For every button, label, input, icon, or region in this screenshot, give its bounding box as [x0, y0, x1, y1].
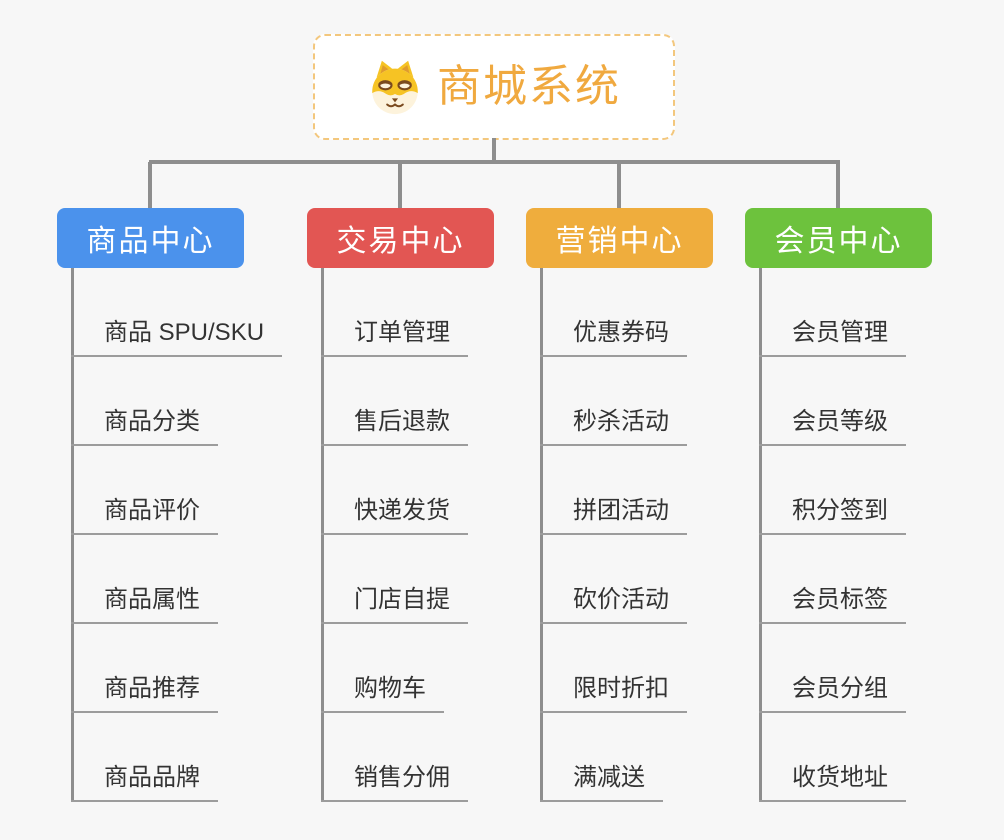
topic-item-row: 门店自提 — [321, 535, 581, 624]
topic-item-row: 秒杀活动 — [540, 357, 800, 446]
topic-item[interactable]: 购物车 — [321, 677, 444, 713]
topic-item[interactable]: 优惠券码 — [540, 321, 687, 357]
branch-items-product-center: 商品 SPU/SKU 商品分类 商品评价 商品属性 商品推荐 商品品牌 — [71, 268, 331, 802]
topic-item[interactable]: 会员分组 — [759, 677, 906, 713]
topic-item-row: 限时折扣 — [540, 624, 800, 713]
topic-item[interactable]: 售后退款 — [321, 410, 468, 446]
branch-connector-line — [759, 268, 762, 802]
topic-item[interactable]: 商品分类 — [71, 410, 218, 446]
topic-item-row: 订单管理 — [321, 268, 581, 357]
root-title: 商城系统 — [437, 62, 621, 111]
topic-item-row: 商品分类 — [71, 357, 331, 446]
branch-connector-line — [321, 268, 324, 802]
topic-item[interactable]: 订单管理 — [321, 321, 468, 357]
topic-item-row: 会员分组 — [759, 624, 1004, 713]
branch-header-marketing-center[interactable]: 营销中心 — [526, 208, 713, 268]
topic-item[interactable]: 砍价活动 — [540, 588, 687, 624]
topic-item-row: 购物车 — [321, 624, 581, 713]
connector-root-stem — [492, 138, 496, 162]
topic-item[interactable]: 商品推荐 — [71, 677, 218, 713]
topic-item-row: 销售分佣 — [321, 713, 581, 802]
topic-item[interactable]: 商品 SPU/SKU — [71, 321, 283, 357]
connector-drop-marketing — [617, 162, 621, 209]
doge-face-icon — [372, 60, 418, 115]
topic-item[interactable]: 门店自提 — [321, 588, 468, 624]
topic-item-row: 优惠券码 — [540, 268, 800, 357]
connector-drop-members — [836, 162, 840, 209]
root-node[interactable]: 商城系统 — [313, 34, 675, 140]
branch-header-member-center[interactable]: 会员中心 — [745, 208, 932, 268]
topic-item[interactable]: 满减送 — [540, 766, 663, 802]
topic-item-row: 快递发货 — [321, 446, 581, 535]
topic-item-row: 商品 SPU/SKU — [71, 268, 331, 357]
branch-items-member-center: 会员管理 会员等级 积分签到 会员标签 会员分组 收货地址 — [759, 268, 1004, 802]
topic-item-row: 会员标签 — [759, 535, 1004, 624]
topic-item-row: 售后退款 — [321, 357, 581, 446]
branch-header-product-center[interactable]: 商品中心 — [57, 208, 244, 268]
branch-header-trade-center[interactable]: 交易中心 — [307, 208, 494, 268]
topic-item[interactable]: 会员管理 — [759, 321, 906, 357]
topic-item[interactable]: 收货地址 — [759, 766, 906, 802]
topic-item[interactable]: 商品评价 — [71, 499, 218, 535]
topic-item[interactable]: 商品品牌 — [71, 766, 218, 802]
topic-item[interactable]: 拼团活动 — [540, 499, 687, 535]
topic-item[interactable]: 积分签到 — [759, 499, 906, 535]
topic-item[interactable]: 商品属性 — [71, 588, 218, 624]
topic-item-row: 会员等级 — [759, 357, 1004, 446]
connector-drop-products — [148, 162, 152, 209]
topic-item[interactable]: 秒杀活动 — [540, 410, 687, 446]
topic-item-row: 砍价活动 — [540, 535, 800, 624]
topic-item[interactable]: 会员等级 — [759, 410, 906, 446]
branch-items-marketing-center: 优惠券码 秒杀活动 拼团活动 砍价活动 限时折扣 满减送 — [540, 268, 800, 802]
connector-horizontal-bar — [149, 160, 840, 164]
topic-item-row: 商品属性 — [71, 535, 331, 624]
topic-item-row: 拼团活动 — [540, 446, 800, 535]
topic-item-row: 会员管理 — [759, 268, 1004, 357]
topic-item[interactable]: 限时折扣 — [540, 677, 687, 713]
topic-item-row: 商品推荐 — [71, 624, 331, 713]
topic-item-row: 收货地址 — [759, 713, 1004, 802]
topic-item-row: 积分签到 — [759, 446, 1004, 535]
topic-item[interactable]: 会员标签 — [759, 588, 906, 624]
topic-item-row: 商品评价 — [71, 446, 331, 535]
branch-items-trade-center: 订单管理 售后退款 快递发货 门店自提 购物车 销售分佣 — [321, 268, 581, 802]
connector-drop-trade — [398, 162, 402, 209]
topic-item-row: 商品品牌 — [71, 713, 331, 802]
branch-connector-line — [71, 268, 74, 802]
topic-item[interactable]: 快递发货 — [321, 499, 468, 535]
branch-connector-line — [540, 268, 543, 802]
topic-item-row: 满减送 — [540, 713, 800, 802]
topic-item[interactable]: 销售分佣 — [321, 766, 468, 802]
